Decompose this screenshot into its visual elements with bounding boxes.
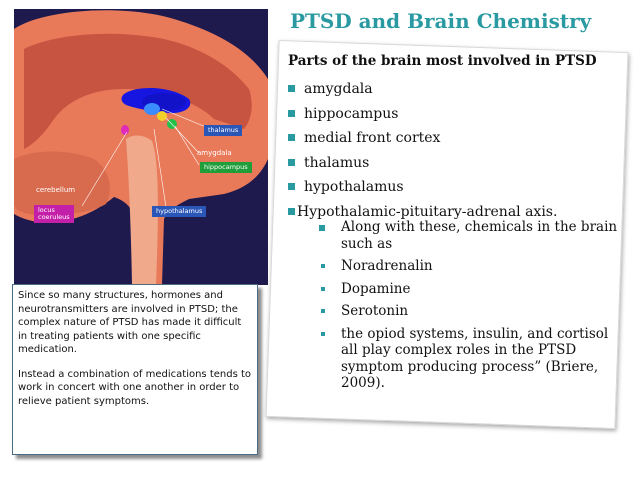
- square-bullet-icon: [321, 286, 325, 291]
- list-item: amygdala: [288, 77, 618, 102]
- list-item: medial front cortex: [288, 126, 618, 151]
- square-bullet-icon: [288, 158, 295, 166]
- label-thalamus: thalamus: [204, 125, 243, 137]
- square-bullet-icon: [288, 85, 295, 92]
- subtitle: Parts of the brain most involved in PTSD: [288, 53, 597, 69]
- square-bullet-icon: [319, 225, 325, 231]
- square-bullet-icon: [288, 183, 295, 190]
- list-item: hippocampus: [288, 102, 618, 127]
- page-title: PTSD and Brain Chemistry: [290, 9, 592, 33]
- note-paragraph: Since so many structures, hormones and n…: [18, 290, 242, 355]
- label-amygdala: amygdala: [197, 149, 232, 157]
- square-bullet-icon: [321, 264, 325, 268]
- square-bullet-icon: [288, 109, 295, 117]
- square-bullet-icon: [321, 309, 325, 313]
- square-bullet-icon: [288, 207, 295, 215]
- note-box: Since so many structures, hormones and n…: [12, 284, 258, 455]
- list-item: Hypothalamic-pituitary-adrenal axis.: [288, 200, 618, 225]
- chemicals-list: Along with these, chemicals in the brain…: [319, 219, 625, 398]
- label-hypothalamus: hypothalamus: [152, 206, 207, 218]
- label-locus-coeruleus: locus coeruleus: [34, 205, 74, 224]
- list-item: thalamus: [288, 151, 618, 176]
- list-item: hypothalamus: [288, 175, 618, 200]
- list-item: the opiod systems, insulin, and cortisol…: [319, 326, 625, 392]
- list-item: Noradrenalin: [319, 258, 625, 275]
- square-bullet-icon: [321, 331, 325, 336]
- note-paragraph: Instead a combination of medications ten…: [18, 368, 252, 407]
- square-bullet-icon: [288, 134, 295, 141]
- list-item: Dopamine: [319, 281, 625, 298]
- label-cerebellum: cerebellum: [36, 186, 76, 194]
- list-item: Along with these, chemicals in the brain…: [319, 219, 625, 252]
- brain-parts-list: amygdala hippocampus medial front cortex…: [288, 77, 618, 224]
- list-item: Serotonin: [319, 303, 625, 320]
- brain-diagram-image: thalamus amygdala hippocampus cerebellum…: [14, 9, 268, 285]
- label-hippocampus: hippocampus: [200, 162, 252, 174]
